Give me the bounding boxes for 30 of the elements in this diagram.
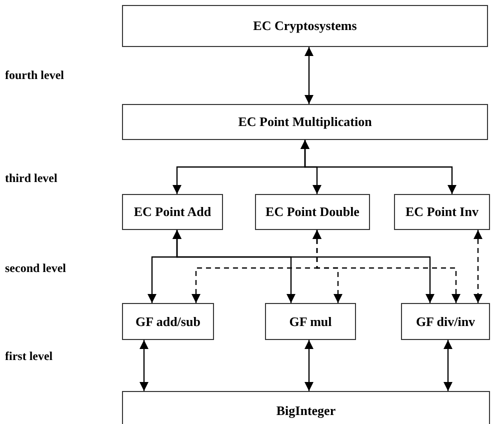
arrow: [140, 340, 148, 391]
module-name: EC Point Double: [266, 204, 360, 220]
module-name: EC Point Multiplication: [238, 114, 372, 130]
module-box: [122, 194, 223, 230]
module-name: EC Point Inv: [406, 204, 478, 220]
arrow: [474, 230, 482, 303]
level-label: third level: [5, 171, 58, 186]
arrow: [172, 230, 434, 303]
level-label: fourth level: [5, 68, 64, 83]
module-box: [255, 194, 370, 230]
arrow: [300, 140, 456, 194]
level-label: second level: [5, 261, 66, 276]
module-name: GF add/sub: [136, 314, 200, 330]
module-box: [122, 104, 488, 140]
arrow: [304, 47, 314, 104]
module-name: GF mul: [289, 314, 332, 330]
module-name: BigInteger: [276, 403, 336, 419]
arrow: [312, 230, 460, 303]
module-box: [122, 5, 488, 47]
arrow: [304, 340, 314, 391]
module-box: [265, 303, 356, 340]
level-label: first level: [5, 349, 53, 364]
module-box: [122, 391, 490, 424]
module-name: GF div/inv: [416, 314, 476, 330]
module-name: EC Point Add: [134, 204, 212, 220]
module-box: [401, 303, 490, 340]
module-name: EC Cryptosystems: [253, 18, 357, 34]
module-box: [122, 303, 214, 340]
module-box: [394, 194, 490, 230]
arrow: [444, 340, 452, 391]
